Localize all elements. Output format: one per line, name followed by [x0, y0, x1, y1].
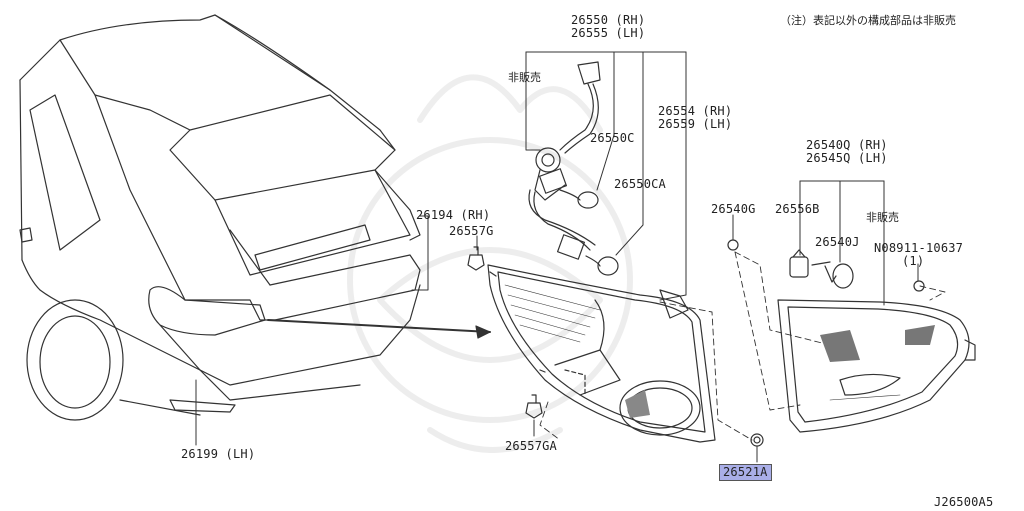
not-sold-note: （注）表記以外の構成部品は非販売: [780, 14, 956, 27]
label-08911-10637[interactable]: N08911-10637: [874, 241, 964, 255]
label-26540G[interactable]: 26540G: [711, 202, 756, 216]
label-26555[interactable]: 26555 (LH): [571, 26, 646, 40]
label-26554[interactable]: 26554 (RH): [658, 104, 733, 118]
label-26545Q[interactable]: 26545Q (LH): [806, 151, 888, 165]
label-26556B[interactable]: 26556B: [775, 202, 820, 216]
label-26550C[interactable]: 26550C: [590, 131, 635, 145]
callout-arrow: [267, 319, 491, 339]
drawing-number: J26500A5: [934, 495, 994, 509]
label-26550CA[interactable]: 26550CA: [614, 177, 666, 191]
leader-lines: [195, 51, 919, 463]
outer-lamp-assembly: [487, 264, 716, 443]
vehicle-body: [19, 14, 421, 421]
label-26194[interactable]: 26194 (RH): [416, 208, 491, 222]
inner-bulbs: [789, 249, 854, 289]
label-26540J[interactable]: 26540J: [815, 235, 860, 249]
label-26557G[interactable]: 26557G: [449, 224, 494, 238]
label-26521A-highlighted[interactable]: 26521A: [719, 464, 772, 481]
harness-socket: [528, 61, 619, 276]
assembly-lines: [539, 251, 946, 441]
label-26540Q[interactable]: 26540Q (RH): [806, 138, 888, 152]
label-26199[interactable]: 26199 (LH): [181, 447, 256, 461]
label-26559[interactable]: 26559 (LH): [658, 117, 733, 131]
label-08911-quantity: (1): [902, 254, 925, 268]
inner-lamp-assembly: [777, 299, 976, 433]
label-not-sold-2: 非販売: [866, 211, 899, 224]
watermark-emblem: [347, 74, 633, 453]
label-26550[interactable]: 26550 (RH): [571, 13, 646, 27]
label-26557GA[interactable]: 26557GA: [505, 439, 557, 453]
fasteners-left: [467, 239, 925, 447]
label-not-sold-1: 非販売: [508, 71, 541, 84]
